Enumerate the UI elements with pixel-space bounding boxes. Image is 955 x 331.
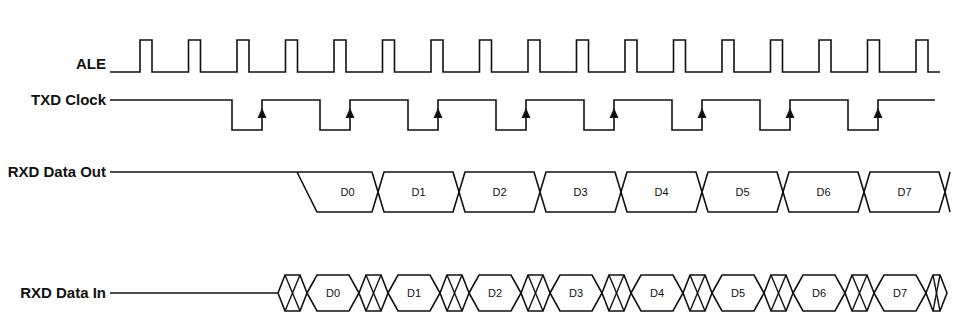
data-in-invalid (521, 275, 550, 311)
data-in-invalid-cross (852, 275, 867, 311)
data-in-invalid (764, 275, 793, 311)
data-in-invalid-cross (690, 275, 705, 311)
data-out-tail (945, 192, 950, 212)
rising-edge-arrow (874, 108, 883, 118)
data-in-invalid-cross (447, 275, 462, 311)
data-in-invalid-cross (528, 275, 543, 311)
rising-edge-arrow (610, 108, 619, 118)
data-in-invalid-cross (528, 275, 543, 311)
data-out-idle (110, 171, 297, 173)
data-in-invalid-cross (609, 275, 624, 311)
data-bit-label: D3 (573, 186, 587, 199)
data-out-cell (378, 172, 459, 212)
signal-name: ALE (76, 55, 106, 72)
data-out-cell (864, 172, 945, 212)
data-bit-label: D2 (492, 186, 506, 199)
data-bit-label: D7 (893, 287, 907, 300)
rising-edge-arrow (698, 108, 707, 118)
data-bit-label: D1 (411, 186, 425, 199)
data-in-invalid-cross (690, 275, 705, 311)
signal-name: RXD Data Out (8, 163, 106, 180)
data-bit-label: D1 (407, 287, 421, 300)
data-in-valid (550, 275, 602, 311)
data-in-invalid (926, 275, 947, 311)
data-in-valid (793, 275, 845, 311)
data-bit-label: D2 (488, 287, 502, 300)
rising-edge-arrow (434, 108, 443, 118)
rising-edge-arrow (522, 108, 531, 118)
rising-edge-arrow (786, 108, 795, 118)
data-in-valid (874, 275, 926, 311)
signal-name: RXD Data In (20, 284, 106, 301)
data-in-valid (712, 275, 764, 311)
clock-waveform (110, 100, 935, 130)
ale-waveform (110, 40, 940, 72)
data-out-tail (945, 172, 950, 192)
data-bit-label: D7 (897, 186, 911, 199)
data-in-invalid (683, 275, 712, 311)
data-bit-label: D4 (654, 186, 668, 199)
data-in-valid (469, 275, 521, 311)
data-in-invalid-cross (447, 275, 462, 311)
data-out-cell (540, 172, 621, 212)
data-in-invalid (440, 275, 469, 311)
data-bit-label: D0 (326, 287, 340, 300)
data-in-invalid (602, 275, 631, 311)
data-in-idle (110, 292, 278, 294)
data-in-invalid-cross (285, 275, 300, 311)
data-bit-label: D6 (816, 186, 830, 199)
data-in-invalid (359, 275, 388, 311)
data-out-cell (702, 172, 783, 212)
data-bit-label: D3 (569, 287, 583, 300)
signal-name: TXD Clock (31, 91, 106, 108)
data-in-valid (307, 275, 359, 311)
data-in-invalid-cross (609, 275, 624, 311)
data-out-cell (297, 172, 378, 212)
data-bit-label: D4 (650, 287, 664, 300)
data-in-invalid-cross (771, 275, 786, 311)
data-out-cell (783, 172, 864, 212)
data-bit-label: D0 (340, 186, 354, 199)
data-in-invalid (278, 275, 307, 311)
data-in-invalid-cross (933, 275, 940, 311)
data-in-invalid-cross (933, 275, 940, 311)
rising-edge-arrow (258, 108, 267, 118)
data-in-invalid-cross (366, 275, 381, 311)
data-in-valid (388, 275, 440, 311)
data-in-invalid-cross (852, 275, 867, 311)
data-in-invalid-cross (366, 275, 381, 311)
data-in-invalid-cross (771, 275, 786, 311)
rising-edge-arrow (346, 108, 355, 118)
data-in-invalid-cross (285, 275, 300, 311)
data-out-cell (459, 172, 540, 212)
data-bit-label: D6 (812, 287, 826, 300)
data-in-valid (631, 275, 683, 311)
data-in-invalid (845, 275, 874, 311)
data-out-cell (621, 172, 702, 212)
data-bit-label: D5 (735, 186, 749, 199)
data-bit-label: D5 (731, 287, 745, 300)
